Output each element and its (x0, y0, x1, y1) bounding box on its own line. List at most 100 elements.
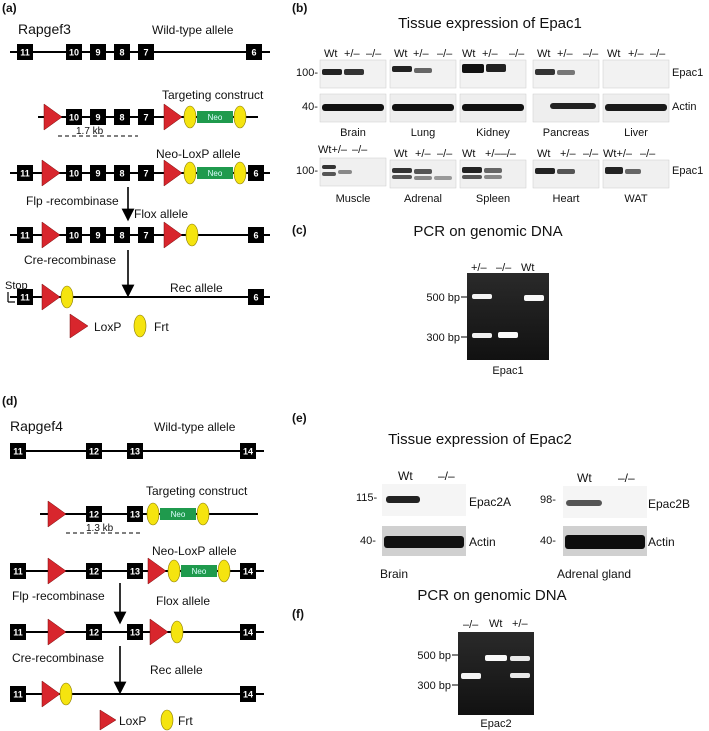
gene-name-rapgef3: Rapgef3 (18, 21, 71, 37)
targeting-construct-d: Targeting construct 12 13 Neo 1.3 kb (40, 484, 258, 534)
svg-text:8: 8 (119, 113, 124, 123)
svg-text:13: 13 (130, 510, 140, 520)
svg-text:+/–: +/– (628, 48, 644, 60)
panel-label-e: (e) (292, 411, 307, 425)
svg-text:9: 9 (95, 113, 100, 123)
loxp-site (47, 557, 67, 585)
label-actin-adrenal: Actin (648, 535, 675, 549)
neo-loxp-allele-a: Neo-LoxP allele 11 10 9 8 7 Neo 6 (10, 147, 270, 187)
loxp-site (47, 618, 67, 646)
svg-text:Kidney: Kidney (476, 127, 510, 139)
marker-40-brain: 40- (360, 535, 376, 547)
panel-label-c: (c) (292, 223, 307, 237)
pcr2-band (510, 673, 530, 678)
flp-label-d: Flp -recombinase (12, 589, 105, 603)
svg-text:Wt: Wt (607, 48, 620, 60)
svg-text:–/–: –/– (650, 48, 666, 60)
exon-box (114, 227, 130, 243)
marker-98: 98- (540, 494, 556, 506)
frt-site (183, 161, 197, 185)
frt-legend-label: Frt (178, 714, 193, 728)
svg-text:Neo: Neo (171, 510, 186, 519)
rec-allele-d: Rec allele 11 14 (10, 663, 264, 708)
targeting-label: Targeting construct (162, 88, 264, 102)
exon-box (86, 506, 102, 522)
frt-legend-label: Frt (154, 320, 169, 334)
svg-text:12: 12 (89, 447, 99, 457)
svg-text:+/––/–: +/––/– (485, 148, 517, 160)
cre-label-d: Cre-recombinase (12, 651, 104, 665)
exon-box (10, 624, 26, 640)
svg-text:Wild-type allele: Wild-type allele (154, 420, 236, 434)
panel-label-f: (f) (292, 607, 304, 621)
tissue-labels-top: Brain Lung Kidney Pancreas Liver (340, 127, 648, 139)
pcr2-title: PCR on genomic DNA (417, 587, 566, 604)
frt-site (185, 223, 199, 247)
svg-text:12: 12 (89, 510, 99, 520)
svg-text:Adrenal: Adrenal (404, 193, 442, 205)
svg-text:–/–: –/– (366, 48, 382, 60)
svg-text:11: 11 (20, 293, 30, 303)
loxp-legend-icon (99, 709, 117, 731)
svg-text:–/–: –/– (618, 471, 635, 485)
svg-text:14: 14 (243, 567, 253, 577)
svg-text:Liver: Liver (624, 127, 648, 139)
loxp-site (43, 103, 63, 131)
neo-cassette (181, 565, 217, 577)
legend-a: LoxP Frt (69, 313, 169, 339)
svg-text:10: 10 (69, 48, 79, 58)
svg-text:11: 11 (13, 628, 23, 638)
exon-box (10, 443, 26, 459)
panel-b: (b) Tissue expression of Epac1 100- Epac… (292, 1, 703, 205)
exon-box (240, 563, 256, 579)
pcr2-marker-500: 500 bp (417, 650, 451, 662)
exon-box (17, 44, 33, 60)
frt-site (233, 105, 247, 129)
svg-text:+/–: +/– (557, 48, 573, 60)
label-epac2b: Epac2B (648, 497, 690, 511)
panel-a: (a) Rapgef3 Wild-type allele 11 10 9 8 7… (2, 1, 270, 339)
svg-text:+/–: +/– (482, 48, 498, 60)
frt-legend-icon (160, 709, 174, 731)
pcr1-band (524, 295, 544, 301)
svg-text:11: 11 (13, 567, 23, 577)
blot-row2-actin (319, 93, 670, 123)
loxp-legend-label: LoxP (94, 320, 121, 334)
svg-text:Wt: Wt (462, 48, 475, 60)
svg-text:11: 11 (20, 231, 30, 241)
pcr1-band (472, 294, 492, 299)
svg-text:WAT: WAT (624, 193, 647, 205)
cre-label: Cre-recombinase (24, 253, 116, 267)
exon-box (90, 227, 106, 243)
panel-d: (d) Rapgef4 Wild-type allele 11 12 13 14… (2, 394, 264, 731)
actin-band (384, 536, 464, 548)
svg-text:Wt: Wt (394, 48, 407, 60)
svg-text:11: 11 (13, 447, 23, 457)
svg-text:–/–: –/– (509, 48, 525, 60)
svg-text:Targeting construct: Targeting construct (146, 484, 248, 498)
svg-text:–/–: –/– (352, 144, 368, 156)
exon-box (86, 624, 102, 640)
svg-text:12: 12 (89, 628, 99, 638)
pcr1-band (472, 333, 492, 338)
exon-box (66, 227, 82, 243)
marker-115: 115- (356, 492, 378, 504)
loxp-legend-icon (69, 313, 89, 339)
label-epac2a: Epac2A (469, 495, 511, 509)
wt-allele-a: Wild-type allele 11 10 9 8 7 6 (10, 23, 270, 60)
loxp-site (41, 221, 61, 249)
exon-box (127, 563, 143, 579)
exon-box (66, 165, 82, 181)
exon-box (127, 506, 143, 522)
flox-allele-a: Flox allele 11 10 9 8 7 6 (10, 207, 270, 249)
pcr2-caption: Epac2 (480, 718, 511, 730)
label-actin-brain: Actin (469, 535, 496, 549)
exon-box (66, 44, 82, 60)
svg-text:–/–: –/– (437, 148, 453, 160)
svg-text:9: 9 (95, 169, 100, 179)
epac2b-band (566, 500, 602, 506)
svg-text:7: 7 (143, 113, 148, 123)
svg-text:Wt: Wt (324, 48, 337, 60)
exon-box (138, 165, 154, 181)
